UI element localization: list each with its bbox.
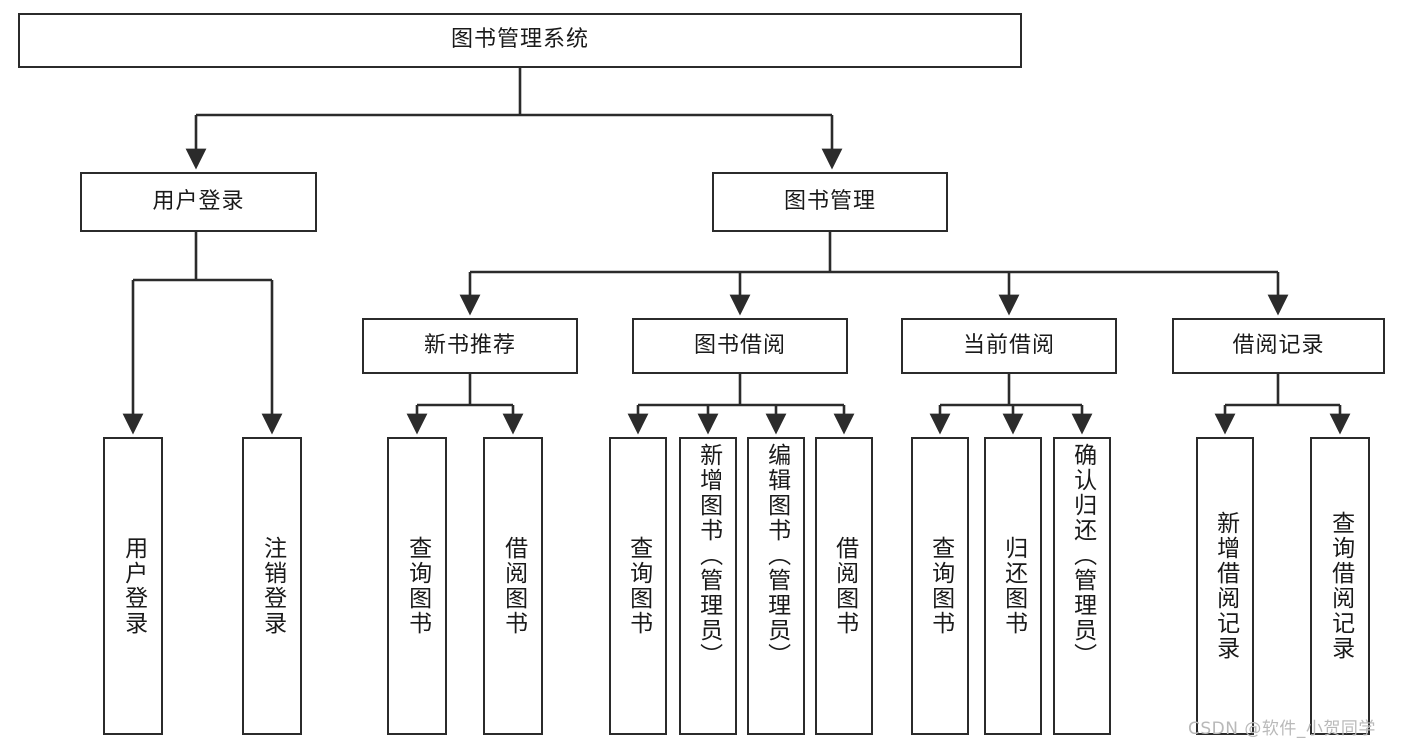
node-leaf-add-book-label: 新增图书（管理员）: [695, 443, 722, 668]
node-leaf-confirm-return-label: 确认归还（管理员）: [1069, 443, 1096, 668]
node-root-label: 图书管理系统: [450, 27, 589, 53]
node-leaf-logout-label: 注销登录: [259, 536, 286, 636]
node-leaf-return-book-label: 归还图书: [1000, 536, 1027, 636]
node-leaf-query-book-3[interactable]: 查询图书: [911, 437, 969, 735]
node-new-book-recommend[interactable]: 新书推荐: [362, 318, 578, 374]
node-leaf-edit-book[interactable]: 编辑图书（管理员）: [747, 437, 805, 735]
node-new-book-recommend-label: 新书推荐: [423, 332, 516, 358]
node-user-login[interactable]: 用户登录: [80, 172, 317, 232]
node-leaf-confirm-return[interactable]: 确认归还（管理员）: [1053, 437, 1111, 735]
node-root[interactable]: 图书管理系统: [18, 13, 1022, 68]
node-book-management-label: 图书管理: [783, 188, 876, 214]
node-leaf-add-record-label: 新增借阅记录: [1212, 511, 1239, 661]
node-leaf-query-record-label: 查询借阅记录: [1327, 511, 1354, 661]
node-leaf-query-book-1[interactable]: 查询图书: [387, 437, 447, 735]
node-leaf-query-book-2[interactable]: 查询图书: [609, 437, 667, 735]
node-leaf-logout[interactable]: 注销登录: [242, 437, 302, 735]
node-leaf-borrow-book-2-label: 借阅图书: [831, 536, 858, 636]
node-book-borrow[interactable]: 图书借阅: [632, 318, 848, 374]
watermark: CSDN @软件_小贺同学: [1188, 719, 1376, 739]
node-leaf-query-book-3-label: 查询图书: [927, 536, 954, 636]
node-borrow-record-label: 借阅记录: [1232, 332, 1325, 358]
node-leaf-edit-book-label: 编辑图书（管理员）: [763, 443, 790, 668]
node-borrow-record[interactable]: 借阅记录: [1172, 318, 1385, 374]
node-leaf-borrow-book-1[interactable]: 借阅图书: [483, 437, 543, 735]
node-book-management[interactable]: 图书管理: [712, 172, 948, 232]
node-leaf-user-login[interactable]: 用户登录: [103, 437, 163, 735]
node-leaf-add-record[interactable]: 新增借阅记录: [1196, 437, 1254, 735]
node-leaf-query-book-1-label: 查询图书: [404, 536, 431, 636]
node-current-borrow-label: 当前借阅: [962, 332, 1055, 358]
node-leaf-borrow-book-2[interactable]: 借阅图书: [815, 437, 873, 735]
node-leaf-user-login-label: 用户登录: [120, 536, 147, 636]
node-user-login-label: 用户登录: [152, 188, 245, 214]
node-leaf-add-book[interactable]: 新增图书（管理员）: [679, 437, 737, 735]
node-current-borrow[interactable]: 当前借阅: [901, 318, 1117, 374]
node-leaf-borrow-book-1-label: 借阅图书: [500, 536, 527, 636]
node-leaf-query-book-2-label: 查询图书: [625, 536, 652, 636]
node-book-borrow-label: 图书借阅: [693, 332, 786, 358]
node-leaf-return-book[interactable]: 归还图书: [984, 437, 1042, 735]
node-leaf-query-record[interactable]: 查询借阅记录: [1310, 437, 1370, 735]
